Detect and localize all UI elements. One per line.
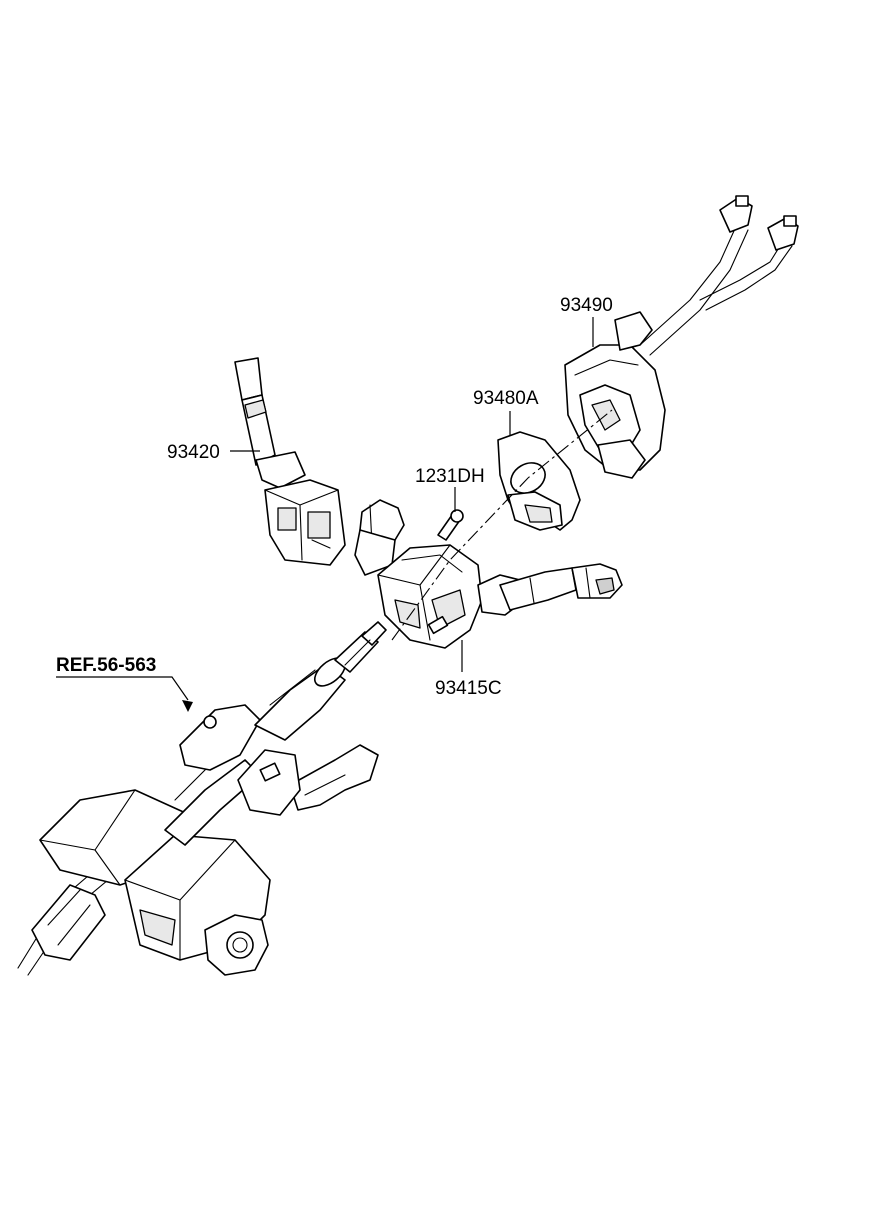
part-1231dh-screw [437,509,464,541]
assembly-axis-line [391,409,613,641]
label-93415c: 93415C [435,678,502,699]
part-93420-stalk-switch [234,357,346,566]
label-ref: REF.56-563 [56,655,156,676]
label-1231dh: 1231DH [415,466,485,487]
label-93490: 93490 [560,295,613,316]
part-93480a-ring [497,431,581,531]
steering-column [17,621,387,976]
part-93415c-switch-body [354,499,623,649]
leader-lines [56,317,594,712]
part-93490-clock-spring [564,195,799,479]
label-93420: 93420 [167,442,220,463]
label-93480a: 93480A [473,388,539,409]
